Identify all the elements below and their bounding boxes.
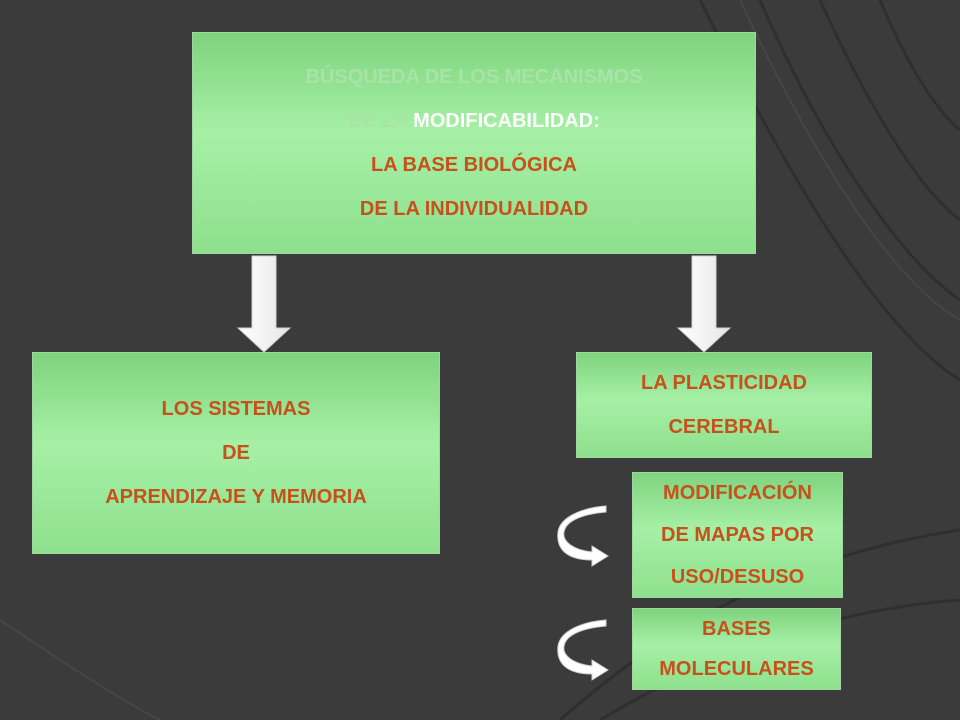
main-line-4: DE LA INDIVIDUALIDAD bbox=[359, 198, 589, 220]
bases-line-1: BASES bbox=[702, 618, 771, 640]
maps-line-3: USO/DESUSO bbox=[670, 566, 805, 588]
main-line-2-emphasis: MODIFICABILIDAD: bbox=[413, 110, 600, 132]
molecular-bases-box: BASES MOLECULARES bbox=[632, 608, 841, 690]
main-line-2: DE LA MODIFICABILIDAD: bbox=[348, 99, 599, 143]
bases-line-2: MOLECULARES bbox=[659, 658, 814, 680]
main-line-1: BÚSQUEDA DE LOS MECANISMOS bbox=[305, 66, 643, 88]
maps-line-2: DE MAPAS POR bbox=[661, 524, 814, 546]
plasticity-line-1: LA PLASTICIDAD bbox=[641, 372, 807, 394]
main-line-3: LA BASE BIOLÓGICA bbox=[371, 154, 577, 176]
main-line-2-prefix: DE LA bbox=[348, 110, 414, 132]
main-concept-box: BÚSQUEDA DE LOS MECANISMOS DE LA MODIFIC… bbox=[192, 32, 756, 254]
left-line-2: DE bbox=[222, 442, 250, 464]
left-line-3: APRENDIZAJE Y MEMORIA bbox=[105, 486, 367, 508]
plasticity-box: LA PLASTICIDAD CEREBRAL bbox=[576, 352, 872, 458]
learning-memory-box: LOS SISTEMAS DE APRENDIZAJE Y MEMORIA bbox=[32, 352, 440, 554]
left-line-1: LOS SISTEMAS bbox=[161, 398, 311, 420]
maps-line-1: MODIFICACIÓN bbox=[663, 482, 812, 504]
map-modification-box: MODIFICACIÓN DE MAPAS POR USO/DESUSO bbox=[632, 472, 843, 598]
plasticity-line-2: CEREBRAL bbox=[668, 416, 780, 438]
